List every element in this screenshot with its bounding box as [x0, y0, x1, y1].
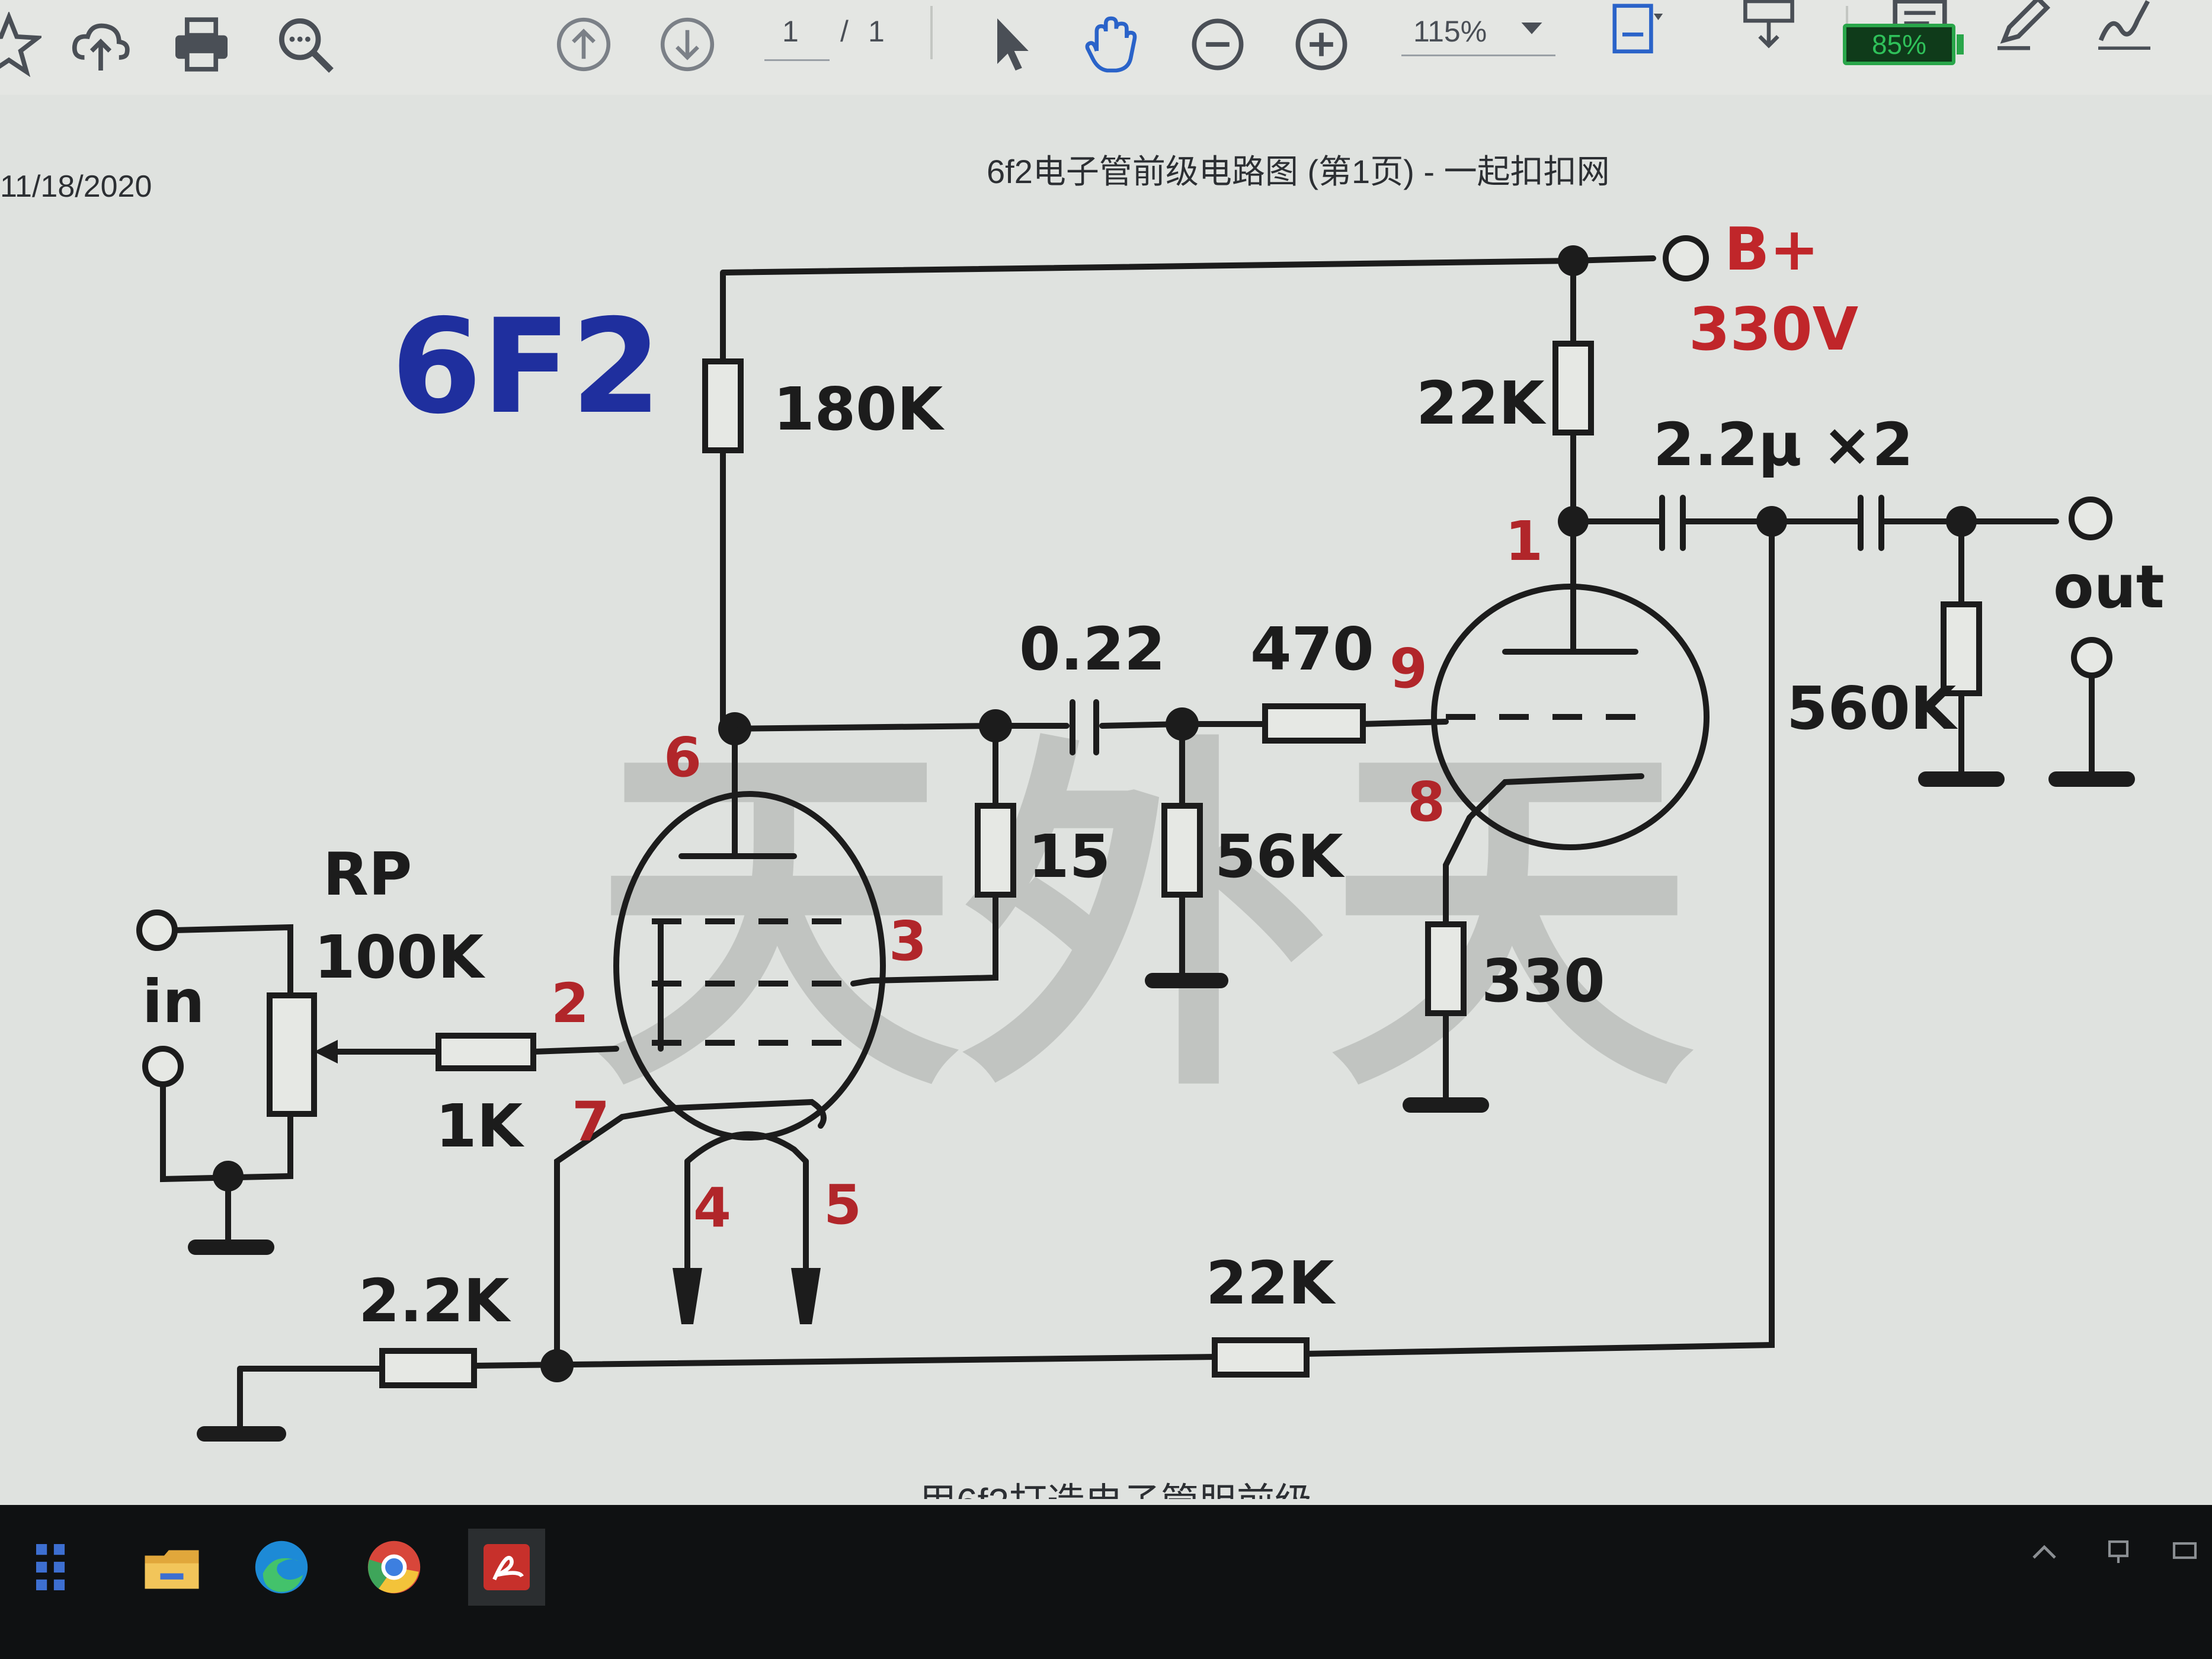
circuit-schematic: .w { stroke:#1c1c1c; stroke-width:10; fi… [136, 214, 2165, 1442]
resistor-2-2k [379, 1348, 477, 1388]
print-icon[interactable] [169, 12, 234, 77]
potentiometer-rp [267, 992, 317, 1117]
resistor-180k-label: 180K [773, 374, 945, 444]
resistor-560k-label: 560K [1787, 674, 1958, 743]
search-zoom-icon[interactable] [273, 12, 338, 77]
coupling-capacitor-label: 0.22 [1019, 614, 1166, 684]
watermark-text: 天外天 [593, 709, 1695, 1136]
hand-tool-icon[interactable] [1078, 12, 1144, 77]
notification-icon[interactable] [2169, 1535, 2204, 1570]
resistor-330-label: 330 [1481, 946, 1605, 1016]
output-terminal [2069, 497, 2112, 540]
document-title: 6f2电子管前级电路图 (第1页) - 一起扣扣网 [987, 153, 1610, 190]
page-up-icon[interactable] [551, 12, 616, 77]
pen-icon[interactable] [1991, 0, 2056, 53]
output-label: out [2053, 552, 2165, 622]
resistor-15-label: 15 [1028, 822, 1110, 891]
supply-label: B+ [1724, 214, 1819, 284]
chevron-down-icon[interactable] [1511, 6, 1552, 47]
page-field-underline [764, 59, 830, 61]
chrome-browser-icon[interactable] [356, 1529, 433, 1606]
pin-9-label: 9 [1390, 637, 1427, 700]
resistor-1k-label: 1K [436, 1091, 525, 1161]
resistor-560k [1941, 601, 1982, 696]
select-cursor-icon[interactable] [978, 12, 1043, 77]
resistor-22k-feedback-label: 22K [1206, 1248, 1336, 1318]
resistor-2-2k-label: 2.2K [358, 1266, 511, 1335]
page-down-icon[interactable] [655, 12, 720, 77]
start-menu-icon[interactable] [21, 1529, 98, 1606]
resistor-22k-feedback [1212, 1337, 1310, 1378]
zoom-field-underline [1401, 55, 1555, 56]
pin-4-label: 4 [693, 1176, 731, 1240]
resistor-180k [702, 358, 744, 453]
battery-indicator[interactable]: 85% [1843, 24, 1955, 65]
input-terminal-hot [136, 909, 178, 951]
toolbar-divider [930, 6, 933, 59]
zoom-in-icon[interactable] [1289, 12, 1354, 77]
potentiometer-value: 100K [314, 923, 486, 992]
signature-icon[interactable] [2092, 0, 2157, 53]
file-explorer-icon[interactable] [133, 1529, 210, 1606]
pin-8-label: 8 [1407, 770, 1445, 834]
resistor-470-label: 470 [1250, 614, 1374, 684]
article-caption-cut: 用6f2打造电子管胆前级 [918, 1475, 1313, 1499]
print-date: 11/18/2020 [0, 169, 152, 204]
pin-1-label: 1 [1505, 510, 1543, 573]
scroll-mode-icon[interactable] [1736, 0, 1801, 53]
document-view [0, 95, 2212, 1505]
pentode-tube [613, 791, 886, 1141]
network-icon[interactable] [2101, 1535, 2136, 1570]
resistor-15 [975, 803, 1016, 898]
acrobat-reader-icon[interactable] [468, 1529, 545, 1606]
resistor-56k [1161, 803, 1203, 898]
resistor-56k-label: 56K [1215, 822, 1345, 891]
page-total: 1 [868, 15, 885, 48]
input-terminal-ground [142, 1046, 184, 1087]
resistor-1k [436, 1033, 536, 1071]
pin-2-label: 2 [551, 972, 589, 1035]
resistor-470 [1262, 703, 1366, 744]
cloud-upload-icon[interactable] [68, 12, 133, 77]
input-label: in [142, 967, 204, 1036]
edge-browser-icon[interactable] [243, 1529, 320, 1606]
windows-taskbar [0, 1505, 2212, 1659]
zoom-out-icon[interactable] [1185, 12, 1250, 77]
resistor-330 [1425, 921, 1467, 1016]
pin-6-label: 6 [664, 726, 702, 789]
page-number-input[interactable]: 1 [782, 15, 799, 48]
zoom-level-select[interactable]: 115% [1413, 15, 1487, 48]
resistor-22k-plate [1552, 341, 1594, 435]
fit-page-icon[interactable] [1603, 0, 1668, 59]
output-capacitor-label: 2.2μ ×2 [1653, 410, 1913, 479]
b-plus-terminal [1663, 235, 1709, 281]
pin-5-label: 5 [824, 1173, 862, 1237]
pin-7-label: 7 [572, 1090, 610, 1154]
tube-model-label: 6F2 [391, 291, 661, 443]
supply-voltage: 330V [1689, 294, 1858, 364]
page-separator: / [840, 15, 849, 48]
pin-3-label: 3 [889, 909, 927, 973]
battery-tip [1957, 34, 1964, 55]
potentiometer-label: RP [323, 840, 412, 909]
star-icon[interactable] [0, 11, 44, 78]
chevron-up-icon[interactable] [2027, 1535, 2062, 1570]
resistor-22k-plate-label: 22K [1416, 369, 1547, 438]
